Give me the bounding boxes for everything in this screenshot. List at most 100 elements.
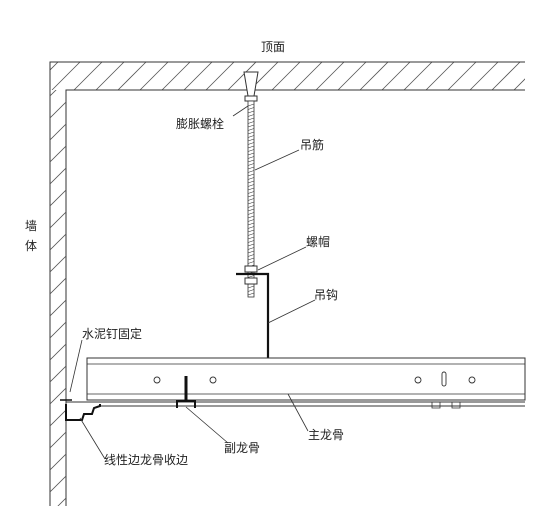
- hatch-line: [513, 78, 525, 90]
- hatch-line: [50, 145, 66, 163]
- hatch-line: [50, 365, 66, 383]
- thread-line: [247, 138, 255, 142]
- thread-line: [247, 177, 255, 180]
- thread-line: [247, 180, 255, 184]
- thread-line: [247, 257, 255, 261]
- thread-line: [247, 261, 255, 264]
- hatch-line: [50, 233, 66, 251]
- hatch-line: [50, 431, 66, 449]
- thread-line: [247, 240, 255, 243]
- thread-line: [247, 247, 255, 250]
- nut: [244, 265, 258, 285]
- hatch-line: [57, 497, 66, 506]
- hatch-line: [50, 189, 66, 207]
- thread-line: [247, 233, 255, 236]
- hatch-line: [469, 62, 499, 90]
- hatch-line: [183, 62, 213, 90]
- hatch-line: [50, 343, 66, 361]
- thread-line: [247, 117, 255, 121]
- hatch-line: [337, 62, 367, 90]
- thread-line: [247, 114, 255, 117]
- thread-line: [247, 250, 255, 254]
- label-edge-trim: 线性边龙骨收边: [104, 453, 189, 467]
- hatch-line: [403, 62, 433, 90]
- label-wall: 墙体: [24, 219, 37, 253]
- hatch-line: [50, 90, 57, 97]
- label-hanger-rod: 吊筋: [300, 138, 325, 152]
- thread-line: [247, 166, 255, 170]
- hatch-line: [161, 62, 191, 90]
- thread-line: [247, 243, 255, 247]
- thread-line: [247, 254, 255, 257]
- label-nut: 螺帽: [306, 235, 331, 249]
- hatch-line: [50, 409, 66, 427]
- thread-line: [247, 191, 255, 194]
- thread-line: [247, 229, 255, 233]
- expansion-bolt: [243, 71, 259, 102]
- thread-line: [247, 205, 255, 208]
- thread-line: [247, 124, 255, 128]
- thread-line: [247, 187, 255, 191]
- thread-line: [247, 142, 255, 145]
- thread-line: [247, 275, 255, 278]
- thread-line: [247, 128, 255, 131]
- hatch-line: [381, 62, 411, 90]
- hatch-line: [227, 62, 257, 90]
- hatch-line: [425, 62, 455, 90]
- wall-hatching: [50, 90, 66, 506]
- hatch-line: [359, 62, 389, 90]
- thread-line: [247, 226, 255, 229]
- thread-line: [247, 184, 255, 187]
- thread-line: [247, 135, 255, 138]
- thread-line: [247, 107, 255, 110]
- thread-line: [247, 131, 255, 135]
- hatch-line: [293, 62, 323, 90]
- hatch-line: [50, 475, 66, 493]
- thread-line: [247, 285, 255, 289]
- thread-line: [247, 145, 255, 149]
- thread-line: [247, 219, 255, 222]
- label-hanger-hook: 吊钩: [314, 288, 339, 302]
- hatch-line: [73, 62, 103, 90]
- thread-line: [247, 236, 255, 240]
- leader-lines: [69, 105, 316, 460]
- hanger-rod: [247, 100, 255, 298]
- thread-line: [247, 152, 255, 156]
- hatch-line: [117, 62, 147, 90]
- hatch-line: [50, 321, 66, 339]
- thread-line: [247, 194, 255, 198]
- hatch-line: [50, 62, 59, 71]
- thread-line: [247, 212, 255, 215]
- secondary-keel: [176, 376, 196, 408]
- hatch-line: [50, 299, 66, 317]
- thread-line: [247, 121, 255, 124]
- hatch-line: [536, 62, 546, 90]
- hatch-line: [50, 123, 66, 141]
- label-secondary-keel: 副龙骨: [224, 441, 261, 455]
- thread-line: [247, 170, 255, 173]
- thread-line: [247, 201, 255, 205]
- thread-line: [247, 156, 255, 159]
- hatch-line: [315, 62, 345, 90]
- thread-line: [247, 103, 255, 107]
- main-keel: [66, 357, 526, 409]
- hatch-line: [271, 62, 301, 90]
- thread-line: [247, 222, 255, 226]
- label-expansion-bolt: 膨胀螺栓: [176, 117, 225, 131]
- thread-line: [247, 208, 255, 212]
- thread-line: [247, 159, 255, 163]
- hatch-line: [50, 255, 66, 273]
- label-main-keel: 主龙骨: [308, 428, 345, 442]
- hatch-line: [50, 211, 66, 229]
- hatch-line: [50, 453, 66, 471]
- hatch-line: [51, 62, 81, 90]
- hatch-line: [50, 101, 66, 119]
- thread-line: [247, 289, 255, 292]
- edge-trim: [60, 399, 101, 421]
- thread-line: [247, 173, 255, 177]
- label-ceiling: 顶面: [261, 40, 286, 54]
- hatch-line: [139, 62, 169, 90]
- hatch-line: [50, 387, 66, 405]
- hatch-line: [50, 277, 66, 295]
